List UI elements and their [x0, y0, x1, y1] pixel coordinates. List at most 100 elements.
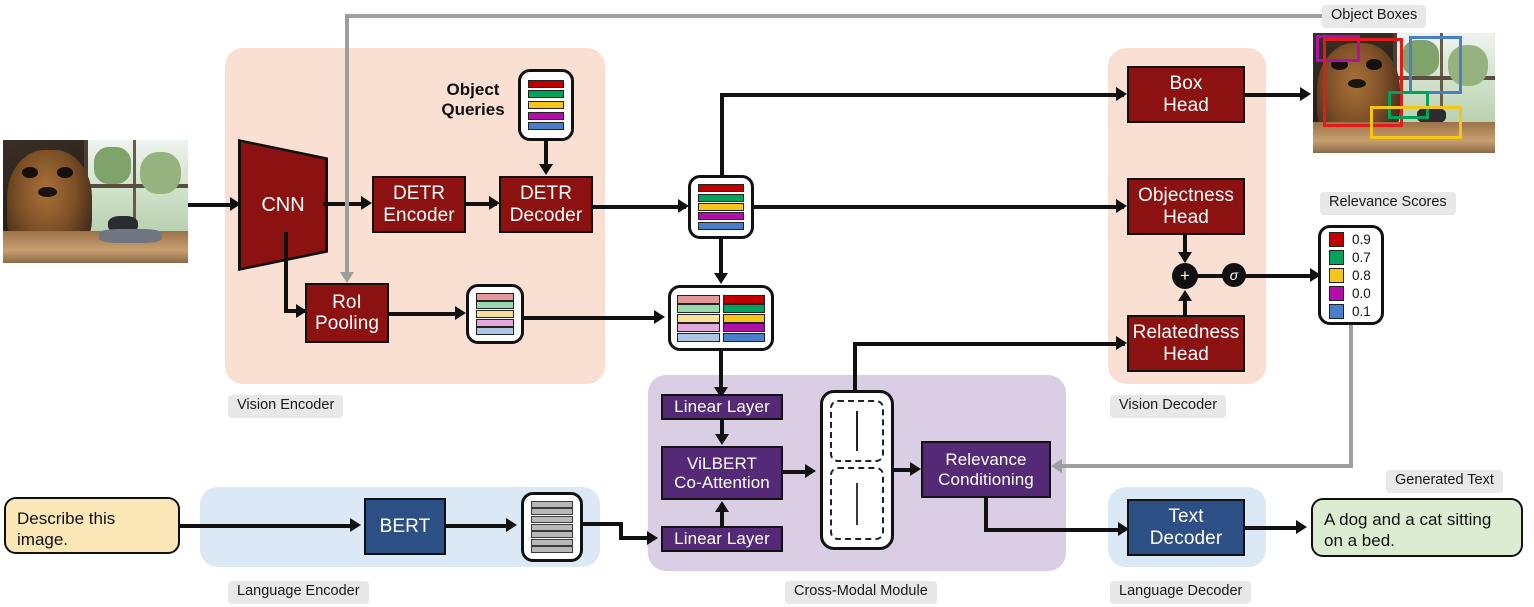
caption-relevance-scores: Relevance Scores — [1320, 192, 1456, 215]
arrowhead-sigmoid-to-legend — [1310, 268, 1321, 282]
detection-tokens-rows — [691, 178, 751, 236]
text-token-row — [856, 482, 858, 490]
connector-tokens-to-boxhead-h — [720, 93, 1124, 97]
detr-encoder-block: DETR Encoder — [372, 176, 466, 233]
detection-tokens-card — [688, 175, 754, 239]
relevance-score-value: 0.7 — [1352, 249, 1371, 265]
connector-cnn-to-roi-h — [284, 309, 306, 313]
relevance-score-value: 0.1 — [1352, 303, 1371, 319]
object-queries-label-line2: Queries — [441, 100, 505, 120]
roi-pooling-block: RoI Pooling — [305, 283, 389, 343]
objectness-head-label-line2: Head — [1163, 206, 1209, 228]
connector-detr-encoder-to-decoder — [466, 202, 497, 206]
detr-encoder-label-line1: DETR — [392, 183, 446, 205]
connector-tokens-to-concat — [719, 239, 723, 275]
roi-features-rows — [469, 287, 521, 341]
caption-generated-text: Generated Text — [1386, 470, 1503, 493]
linear-layer-top-block: Linear Layer — [661, 394, 783, 420]
caption-language-decoder: Language Decoder — [1110, 581, 1252, 604]
connector-fused-to-relatedness-v — [853, 342, 857, 392]
connector-lineartop-to-vilbert — [720, 420, 724, 436]
arrowhead-bert-to-tokens — [506, 518, 517, 532]
connector-relevance-to-textdec-v — [984, 498, 988, 532]
connector-texttokens-to-linear-v — [619, 522, 623, 540]
text-token-row — [856, 510, 858, 518]
arrowhead-roi-to-features — [455, 306, 466, 320]
detr-encoder-label-line2: Encoder — [383, 204, 455, 226]
caption-language-encoder: Language Encoder — [228, 581, 369, 604]
connector-fused-to-relatedness-h — [853, 342, 1125, 346]
box-head-label-line1: Box — [1169, 73, 1203, 95]
relatedness-head-label-line1: Relatedness — [1132, 322, 1240, 344]
text-token-row — [531, 500, 573, 508]
relevance-conditioning-label-line1: Relevance — [945, 450, 1027, 470]
connector-relevance-to-textdec-h — [984, 528, 1125, 532]
connector-decoder-to-tokens — [593, 205, 686, 209]
arrowhead-tokens-to-concat — [714, 273, 728, 284]
concat-token-row — [677, 332, 765, 342]
roi-features-card — [466, 284, 524, 344]
relevance-score-swatch — [1329, 285, 1344, 301]
connector-objectness-to-sum — [1183, 235, 1187, 255]
token-row — [698, 221, 744, 230]
caption-object-boxes: Object Boxes — [1322, 5, 1427, 28]
arrowhead-fused-to-relevance — [910, 462, 921, 476]
concat-token-row — [677, 304, 765, 313]
prompt-text: Describe this image. — [17, 509, 116, 550]
token-row — [856, 435, 858, 443]
arrowhead-prompt-to-bert — [350, 518, 361, 532]
sigmoid-operator: σ — [1222, 263, 1246, 287]
arrowhead-lineartop-to-vilbert — [715, 434, 729, 445]
linear-layer-top-label: Linear Layer — [674, 397, 770, 417]
connector-linearbottom-to-vilbert — [720, 512, 724, 528]
relevance-score-value: 0.0 — [1352, 285, 1371, 301]
fused-text-tokens-group — [830, 467, 884, 540]
text-token-row — [531, 523, 573, 531]
connector-queries-to-decoder — [544, 141, 548, 166]
concat-tokens-card — [668, 285, 774, 351]
linear-layer-bottom-label: Linear Layer — [674, 529, 770, 549]
relevance-conditioning-label-line2: Conditioning — [938, 469, 1034, 489]
arrowhead-cnn-to-roi — [296, 304, 307, 318]
relatedness-head-label-line2: Head — [1163, 343, 1209, 365]
connector-bert-to-tokens — [446, 524, 510, 528]
relevance-score-row: 0.1 — [1329, 303, 1373, 319]
relevance-score-value: 0.8 — [1352, 267, 1371, 283]
arrowhead-detr-encoder-to-decoder — [489, 196, 500, 210]
arrowhead-tokens-to-boxhead — [1116, 87, 1127, 101]
token-row — [528, 90, 564, 99]
object-queries-rows — [521, 72, 571, 138]
text-tokens-card — [521, 492, 583, 562]
arrowhead-tokens-to-objectness — [1116, 199, 1127, 213]
object-boxes-thumbnail — [1313, 33, 1495, 153]
box-head-block: Box Head — [1127, 66, 1245, 123]
sigmoid-operator-label: σ — [1229, 267, 1239, 283]
relevance-conditioning-block: Relevance Conditioning — [921, 441, 1051, 498]
connector-texttokens-to-linear-h2 — [619, 536, 653, 540]
bbox-yellow — [1370, 106, 1462, 139]
relevance-score-swatch — [1329, 303, 1344, 319]
roi-pooling-label-line1: RoI — [332, 291, 362, 313]
text-token-row — [856, 489, 858, 497]
bbox-red — [1323, 38, 1403, 127]
token-row — [528, 122, 564, 131]
token-row — [476, 318, 514, 327]
concat-token-row — [677, 313, 765, 323]
text-token-row — [531, 515, 573, 523]
connector-scores-feedback-v — [1349, 325, 1353, 468]
arrowhead-fused-to-relatedness — [1116, 336, 1127, 350]
object-queries-label-line1: Object — [446, 80, 500, 99]
cnn-label: CNN — [261, 193, 305, 216]
text-decoder-block: Text Decoder — [1127, 499, 1245, 556]
bbox-green — [1388, 91, 1429, 119]
token-row — [528, 100, 564, 109]
prompt-bubble: Describe this image. — [4, 497, 180, 554]
vilbert-co-attention-block: ViLBERT Co-Attention — [661, 446, 783, 500]
relevance-score-row: 0.7 — [1329, 249, 1373, 265]
token-row — [698, 193, 744, 202]
roi-pooling-label-line2: Pooling — [314, 313, 380, 334]
input-image-thumbnail — [3, 140, 188, 263]
objectness-head-label-line1: Objectness — [1137, 185, 1235, 207]
fused-tokens-card — [820, 390, 894, 550]
